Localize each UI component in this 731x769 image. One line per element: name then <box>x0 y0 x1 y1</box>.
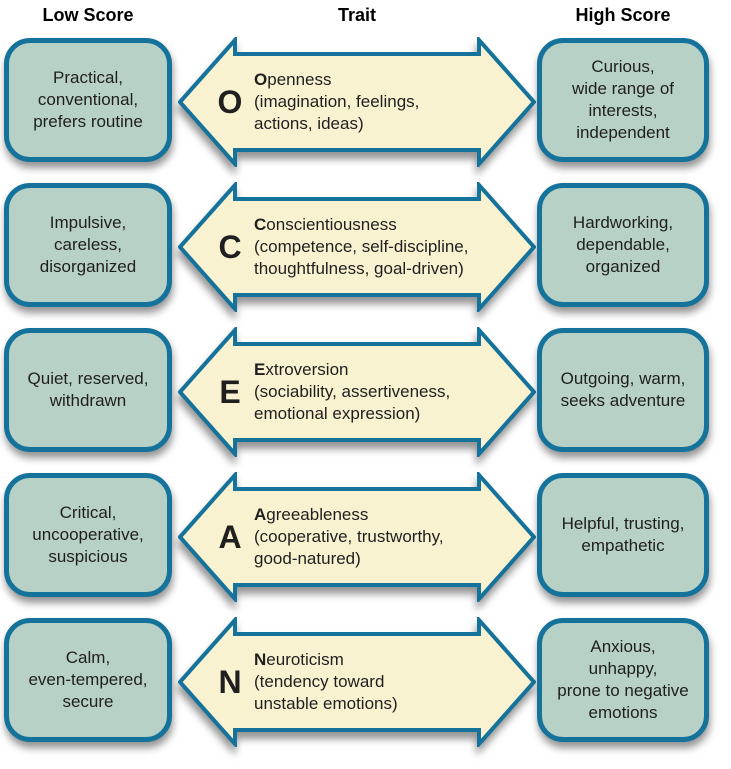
trait-row-extroversion: Quiet, reserved, withdrawn E Extroversio… <box>0 327 731 457</box>
trait-name-rest: penness <box>267 70 332 89</box>
trait-arrow: A Agreeableness (cooperative, trustworth… <box>178 472 536 602</box>
double-arrow-icon <box>178 472 536 602</box>
trait-row-neuroticism: Calm, even-tempered, secure N Neuroticis… <box>0 617 731 747</box>
column-header-high-score: High Score <box>575 5 671 25</box>
trait-row-openness: Practical, conventional, prefers routine… <box>0 37 731 167</box>
trait-letter: N <box>218 664 242 700</box>
trait-description: (tendency toward unstable emotions) <box>254 672 398 713</box>
trait-name: Agreeableness <box>254 504 514 526</box>
trait-name-rest: euroticism <box>266 650 344 669</box>
trait-arrow: O Openness (imagination, feelings, actio… <box>178 37 536 167</box>
low-score-box: Practical, conventional, prefers routine <box>4 38 172 162</box>
trait-letter: O <box>217 84 243 120</box>
double-arrow-icon <box>178 37 536 167</box>
low-score-box: Critical, uncooperative, suspicious <box>4 473 172 597</box>
high-score-box: Outgoing, warm, seeks adventure <box>537 328 709 452</box>
trait-initial: E <box>254 360 266 379</box>
low-score-box: Impulsive, careless, disorganized <box>4 183 172 307</box>
trait-row-conscientiousness: Impulsive, careless, disorganized C Cons… <box>0 182 731 312</box>
trait-arrow: E Extroversion (sociability, assertivene… <box>178 327 536 457</box>
trait-name: Extroversion <box>254 359 514 381</box>
trait-name: Neuroticism <box>254 649 514 671</box>
trait-text: Extroversion (sociability, assertiveness… <box>254 359 514 425</box>
trait-row-agreeableness: Critical, uncooperative, suspicious A Ag… <box>0 472 731 602</box>
double-arrow-icon <box>178 182 536 312</box>
trait-text: Agreeableness (cooperative, trustworthy,… <box>254 504 514 570</box>
trait-name-rest: greeableness <box>266 505 369 524</box>
trait-description: (imagination, feelings, actions, ideas) <box>254 92 420 133</box>
high-score-box: Hardworking, dependable, organized <box>537 183 709 307</box>
double-arrow-icon <box>178 327 536 457</box>
trait-initial: A <box>254 505 267 524</box>
trait-letter: C <box>218 229 242 265</box>
high-score-box: Helpful, trusting, empathetic <box>537 473 709 597</box>
low-score-box: Calm, even-tempered, secure <box>4 618 172 742</box>
trait-description: (sociability, assertiveness, emotional e… <box>254 382 451 423</box>
trait-initial: O <box>254 70 268 89</box>
column-header-low-score: Low Score <box>42 5 134 25</box>
double-arrow-icon <box>178 617 536 747</box>
trait-arrow: C Conscientiousness (competence, self-di… <box>178 182 536 312</box>
trait-initial: C <box>254 215 267 234</box>
trait-name: Openness <box>254 69 514 91</box>
trait-name-rest: xtroversion <box>265 360 349 379</box>
trait-name-rest: onscientiousness <box>266 215 397 234</box>
low-score-box: Quiet, reserved, withdrawn <box>4 328 172 452</box>
trait-text: Neuroticism (tendency toward unstable em… <box>254 649 514 715</box>
trait-initial: N <box>254 650 267 669</box>
trait-name: Conscientiousness <box>254 214 514 236</box>
column-header-trait: Trait <box>337 5 376 25</box>
high-score-box: Anxious, unhappy, prone to negative emot… <box>537 618 709 742</box>
trait-description: (competence, self-discipline, thoughtful… <box>254 237 469 278</box>
trait-description: (cooperative, trustworthy, good-natured) <box>254 527 444 568</box>
trait-text: Openness (imagination, feelings, actions… <box>254 69 514 135</box>
trait-arrow: N Neuroticism (tendency toward unstable … <box>178 617 536 747</box>
high-score-box: Curious, wide range of interests, indepe… <box>537 38 709 162</box>
trait-letter: A <box>218 519 242 555</box>
trait-text: Conscientiousness (competence, self-disc… <box>254 214 514 280</box>
trait-letter: E <box>219 374 241 410</box>
